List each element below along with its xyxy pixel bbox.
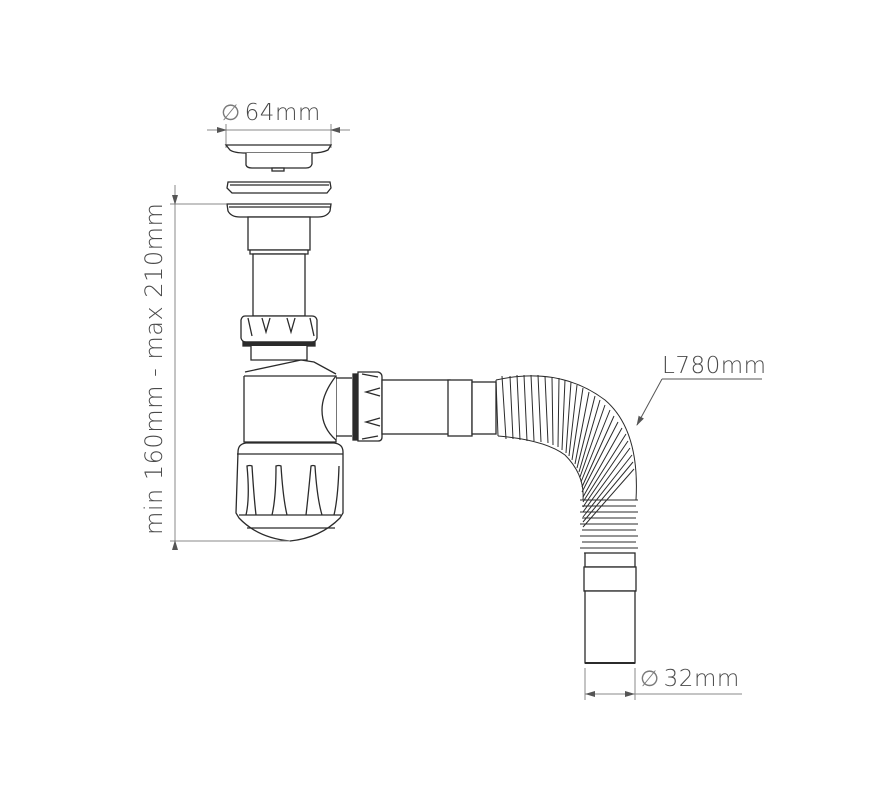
outlet-tube (381, 379, 497, 437)
dimension-hose-length (636, 378, 762, 426)
bottom-cap (235, 442, 344, 542)
dimension-strainer-diameter (207, 124, 350, 148)
height-range-label: min 160mm - max 210mm (140, 202, 168, 535)
outlet-sleeve (583, 552, 637, 664)
diameter-icon: ∅ (221, 101, 241, 126)
upper-nut (240, 315, 318, 347)
trap-body (243, 346, 352, 443)
side-nut (352, 371, 383, 442)
dimension-outlet-diameter (584, 668, 742, 700)
hose-length-label: L780mm (662, 353, 767, 379)
gasket-ring (226, 181, 332, 194)
diameter-icon: ∅ (640, 667, 660, 692)
outlet-diameter-label: ∅32mm (640, 666, 740, 692)
flexible-hose (495, 374, 638, 554)
upper-tail-pipe (252, 253, 306, 317)
strainer-flange (226, 203, 332, 255)
strainer-plug (224, 144, 333, 172)
strainer-diameter-label: ∅64mm (221, 100, 321, 126)
dimension-height (170, 185, 290, 550)
